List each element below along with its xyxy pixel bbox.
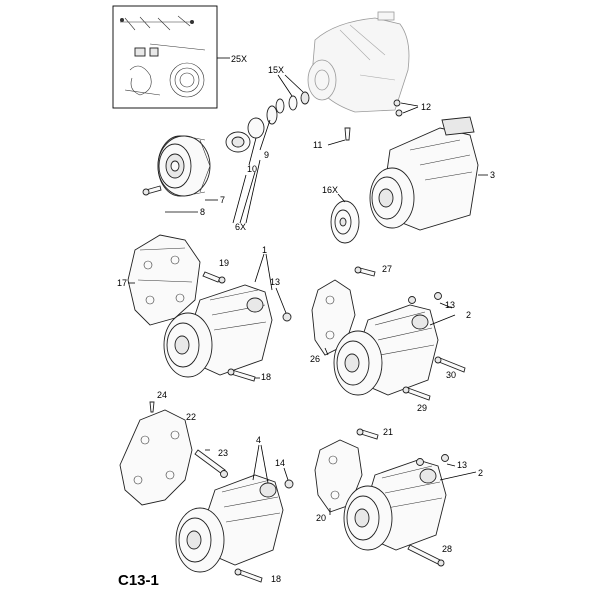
connector-illustration [134,43,206,57]
callout-20: 20 [316,513,326,523]
callout-10: 10 [247,164,257,174]
repair-kit-box [112,5,230,109]
mounting-bracket-22 [119,409,193,506]
compressor-2a [333,304,439,396]
callout-12: 12 [421,102,431,112]
callout-3: 3 [490,170,495,180]
callout-15x: 15X [268,65,284,75]
callout-14: 14 [275,458,285,468]
callout-18a: 18 [261,372,271,382]
compressor-2b [343,459,447,551]
wiring-harness-illustration [120,15,194,31]
shaft-seal-parts [277,74,310,111]
diagram-code-label: C13-1 [118,572,159,589]
callout-16x: 16X [322,185,338,195]
callout-22: 22 [186,412,196,422]
callout-17: 17 [117,278,127,288]
callout-27: 27 [382,264,392,274]
callout-30: 30 [446,370,456,380]
bolt-29 [402,386,431,401]
callout-13c: 13 [457,460,467,470]
callout-6x: 6X [235,222,246,232]
bolt-19 [202,271,226,284]
callout-23: 23 [218,448,228,458]
callout-13b: 13 [445,300,455,310]
callout-9: 9 [264,150,269,160]
compressor-3 [369,116,479,231]
bolt-24 [149,401,155,413]
callout-24: 24 [157,390,167,400]
leader-lines-bottom-right [329,463,477,515]
callout-2b: 2 [478,468,483,478]
mounting-bracket-17 [127,234,201,326]
clutch-plate-16x [330,200,360,244]
callout-13a: 13 [270,277,280,287]
leader-lines-mid-left [128,253,287,379]
compressor-1 [163,284,273,378]
bolt-18a [227,368,256,382]
callout-8: 8 [200,207,205,217]
callout-25x: 25X [231,54,247,64]
nut-13c [416,454,449,466]
callout-11: 11 [313,140,322,150]
leader-lines-mid-right [324,302,456,356]
bolt-28 [407,544,445,567]
bolt-30 [434,356,466,373]
callout-21: 21 [383,427,393,437]
bolt-23 [194,449,228,478]
callout-7: 7 [220,195,225,205]
nut-13a [282,312,292,322]
callout-28: 28 [442,544,452,554]
nut-13b [408,292,442,304]
leader-lines-bottom-left [205,444,289,484]
cable-coil-illustration [124,62,205,98]
callout-1: 1 [262,245,267,255]
bolt-18b [234,568,263,583]
clutch-pulley-7 [157,135,211,197]
bolt-8 [142,185,162,196]
callout-18b: 18 [271,574,281,584]
compressor-4 [175,474,284,573]
callout-29: 29 [417,403,427,413]
bolt-21 [356,428,379,440]
bolt-11 [327,127,351,146]
callout-19: 19 [219,258,229,268]
leader-lines-top [165,119,271,224]
bolt-27 [354,266,376,277]
coil-parts-9-10 [225,98,285,153]
compressor-exploded-view [307,11,410,113]
callout-26: 26 [310,354,320,364]
nut-14 [284,479,294,489]
bolt-12 [393,99,419,117]
callout-2a: 2 [466,310,471,320]
callout-4: 4 [256,435,261,445]
